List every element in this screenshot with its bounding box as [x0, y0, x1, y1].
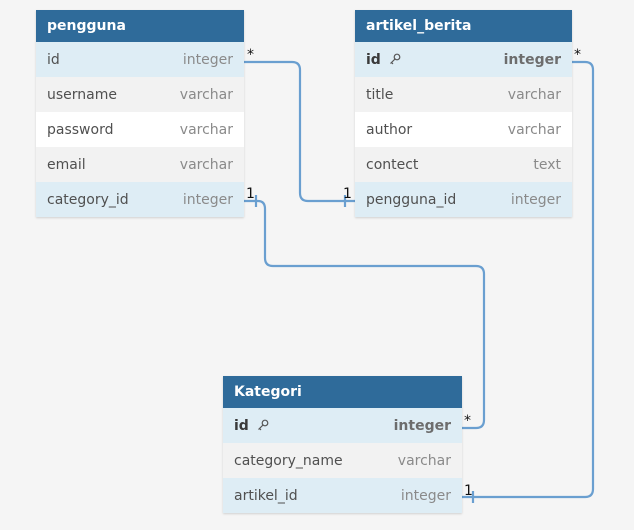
field-name-wrap: id [234, 418, 269, 434]
field-type: integer [182, 191, 233, 208]
field-name-wrap: id [366, 52, 401, 68]
field-name: contect [366, 156, 419, 173]
relation-artikel-kategori[interactable] [462, 60, 595, 499]
field-name: category_id [47, 191, 129, 208]
table-pengguna[interactable]: pengguna id integer username varchar pas… [36, 10, 244, 217]
cardinality-label: * [574, 47, 581, 63]
field-row-id[interactable]: id integer [36, 42, 244, 77]
field-row-title[interactable]: title varchar [355, 77, 572, 112]
table-header[interactable]: artikel_berita [355, 10, 572, 42]
field-type: integer [182, 51, 233, 68]
cardinality-label: * [247, 47, 254, 63]
field-name: title [366, 86, 394, 103]
table-header[interactable]: pengguna [36, 10, 244, 42]
field-row-author[interactable]: author varchar [355, 112, 572, 147]
field-row-category-id[interactable]: category_id integer [36, 182, 244, 217]
field-type: varchar [507, 86, 561, 103]
field-row-contect[interactable]: contect text [355, 147, 572, 182]
field-name: password [47, 121, 114, 138]
table-header[interactable]: Kategori [223, 376, 462, 408]
field-type: varchar [179, 86, 233, 103]
field-name: id [234, 417, 249, 434]
field-row-email[interactable]: email varchar [36, 147, 244, 182]
relation-pengguna-kategori[interactable] [244, 199, 486, 430]
field-row-artikel-id[interactable]: artikel_id integer [223, 478, 462, 513]
table-kategori[interactable]: Kategori id integer category_name varcha… [223, 376, 462, 513]
cardinality-label: 1 [246, 186, 255, 202]
field-name: username [47, 86, 117, 103]
key-icon [258, 419, 269, 430]
field-name: pengguna_id [366, 191, 457, 208]
field-row-id[interactable]: id integer [355, 42, 572, 77]
cardinality-label: * [464, 413, 471, 429]
field-row-password[interactable]: password varchar [36, 112, 244, 147]
field-type: integer [503, 51, 561, 68]
cardinality-label: 1 [343, 186, 352, 202]
field-type: text [533, 156, 561, 173]
field-type: varchar [507, 121, 561, 138]
table-artikel-berita[interactable]: artikel_berita id integer title varchar … [355, 10, 572, 217]
field-type: integer [510, 191, 561, 208]
key-icon [390, 53, 401, 64]
field-type: varchar [179, 156, 233, 173]
cardinality-label: 1 [464, 483, 473, 499]
field-type: varchar [397, 452, 451, 469]
field-row-category-name[interactable]: category_name varchar [223, 443, 462, 478]
field-row-username[interactable]: username varchar [36, 77, 244, 112]
field-type: integer [400, 487, 451, 504]
field-name: id [47, 51, 60, 68]
field-row-pengguna-id[interactable]: pengguna_id integer [355, 182, 572, 217]
field-name: artikel_id [234, 487, 298, 504]
field-row-id[interactable]: id integer [223, 408, 462, 443]
field-name: author [366, 121, 413, 138]
relation-pengguna-artikel[interactable] [244, 60, 355, 203]
field-name: id [366, 51, 381, 68]
field-name: email [47, 156, 86, 173]
field-type: varchar [179, 121, 233, 138]
field-type: integer [393, 417, 451, 434]
field-name: category_name [234, 452, 343, 469]
